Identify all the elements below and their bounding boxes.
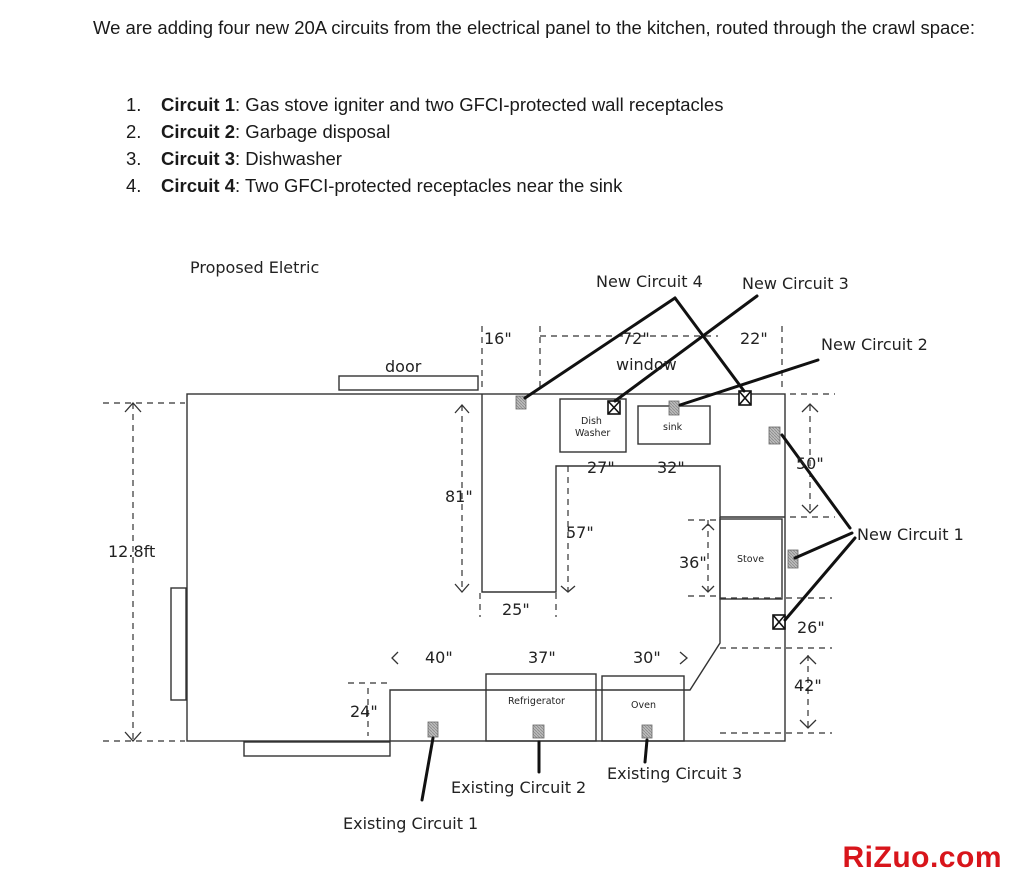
junction-boxes (607, 390, 786, 630)
bottom-opening (243, 741, 391, 757)
receptacle-icon (668, 400, 680, 416)
dim-27: 27" (587, 458, 615, 477)
list-number: 2. (126, 121, 142, 142)
refrigerator-label: Refrigerator (508, 696, 565, 707)
receptacle-icon (641, 724, 653, 739)
dimension-lines (103, 326, 835, 742)
receptacles (427, 395, 799, 739)
dim-24: 24" (350, 702, 378, 721)
dim-40: 40" (425, 648, 453, 667)
stove-box (719, 518, 783, 600)
existing-circuit-2-label: Existing Circuit 2 (451, 778, 586, 797)
new-circuit-2-label: New Circuit 2 (821, 335, 928, 354)
dim-12-8ft: 12.8ft (108, 542, 155, 561)
dim-81: 81" (445, 487, 473, 506)
new-circuit-1-label: New Circuit 1 (857, 525, 964, 544)
oven-label: Oven (631, 700, 656, 711)
door-opening (338, 375, 479, 391)
door-label: door (385, 357, 422, 376)
circuit-desc: : Two GFCI-protected receptacles near th… (235, 175, 623, 196)
intro-text: We are adding four new 20A circuits from… (93, 17, 975, 38)
counter-outline (389, 517, 721, 741)
receptacle-icon (532, 724, 545, 739)
list-item: 3. Circuit 3: Dishwasher (126, 145, 723, 172)
dim-32: 32" (657, 458, 685, 477)
side-window (170, 587, 187, 701)
dim-57: 57" (566, 523, 594, 542)
junction-box-icon (738, 390, 752, 406)
list-item: 4. Circuit 4: Two GFCI-protected receptac… (126, 172, 723, 199)
list-number: 4. (126, 175, 142, 196)
list-item: 1. Circuit 1: Gas stove igniter and two G… (126, 91, 723, 118)
dim-30: 30" (633, 648, 661, 667)
junction-box-icon (772, 614, 786, 630)
circuit-name: Circuit 4 (161, 175, 236, 196)
receptacle-icon (787, 549, 799, 569)
refrigerator-box (485, 673, 597, 742)
dishwasher-box (559, 398, 627, 453)
dim-22: 22" (740, 329, 768, 348)
receptacle-icon (515, 395, 527, 410)
dim-37: 37" (528, 648, 556, 667)
circuit-list: 1. Circuit 1: Gas stove igniter and two G… (126, 91, 723, 199)
circuit-name: Circuit 2 (161, 121, 236, 142)
receptacle-icon (768, 426, 781, 445)
watermark-logo: RiZuo.com (842, 841, 1002, 874)
existing-circuit-1-label: Existing Circuit 1 (343, 814, 478, 833)
dishwasher-label-line2: Washer (575, 428, 610, 439)
dimension-arrows (124, 402, 819, 742)
circuit-desc: : Dishwasher (235, 148, 342, 169)
circuit-name: Circuit 3 (161, 148, 236, 169)
circuit-lines (420, 294, 857, 802)
dishwasher-label-line1: Dish (581, 416, 602, 427)
circuit-desc: : Gas stove igniter and two GFCI-protect… (235, 94, 724, 115)
oven-box (601, 675, 685, 742)
existing-circuit-3-label: Existing Circuit 3 (607, 764, 742, 783)
junction-box-icon (607, 400, 621, 415)
dim-50: 50" (796, 454, 824, 473)
dim-42: 42" (794, 676, 822, 695)
dim-25: 25" (502, 600, 530, 619)
stove-label: Stove (737, 554, 764, 565)
circuit-name: Circuit 1 (161, 94, 236, 115)
sink-label: sink (663, 422, 683, 433)
window-label: window (616, 355, 677, 374)
receptacle-icon (427, 721, 439, 738)
dim-26: 26" (797, 618, 825, 637)
list-number: 1. (126, 94, 142, 115)
dim-16: 16" (484, 329, 512, 348)
new-circuit-3-label: New Circuit 3 (742, 274, 849, 293)
list-number: 3. (126, 148, 142, 169)
new-circuit-4-label: New Circuit 4 (596, 272, 703, 291)
list-item: 2. Circuit 2: Garbage disposal (126, 118, 723, 145)
dim-72: 72" (622, 329, 650, 348)
dim-36: 36" (679, 553, 707, 572)
diagram-title: Proposed Eletric (190, 258, 319, 277)
circuit-desc: : Garbage disposal (235, 121, 391, 142)
